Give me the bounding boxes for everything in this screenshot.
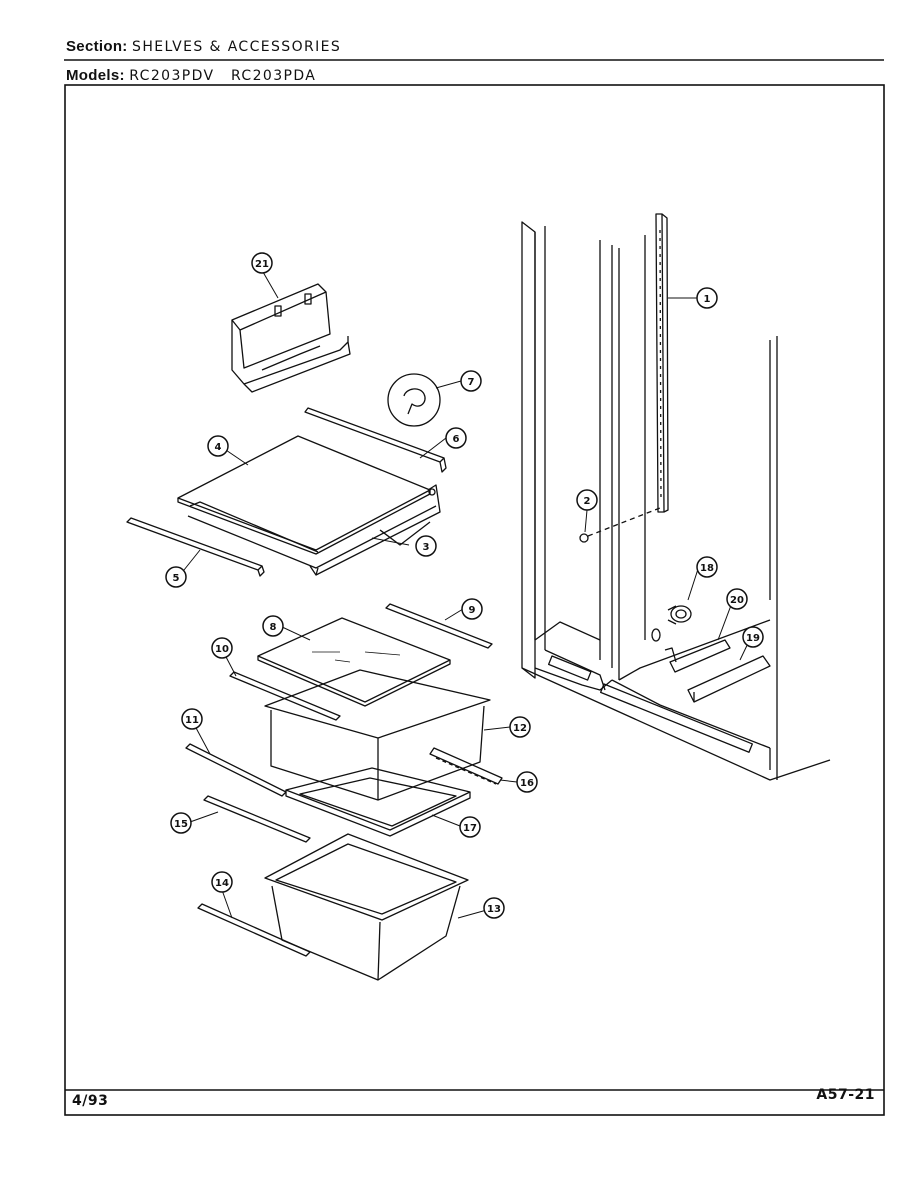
svg-text:19: 19 xyxy=(746,633,760,644)
callout-12: 12 xyxy=(509,716,531,738)
svg-text:10: 10 xyxy=(215,644,229,655)
svg-text:21: 21 xyxy=(255,259,269,270)
svg-text:3: 3 xyxy=(423,542,430,553)
svg-text:9: 9 xyxy=(469,605,476,616)
svg-text:14: 14 xyxy=(215,878,229,889)
callout-1: 1 xyxy=(696,287,718,309)
section-heading: Section: SHELVES & ACCESSORIES xyxy=(66,38,341,55)
callout-10: 10 xyxy=(211,637,233,659)
svg-text:6: 6 xyxy=(453,434,460,445)
light-shield xyxy=(687,655,771,703)
svg-text:11: 11 xyxy=(185,715,199,726)
svg-text:1: 1 xyxy=(704,294,711,305)
callout-19: 19 xyxy=(742,626,764,648)
shelf-trim-14 xyxy=(197,903,311,957)
svg-text:13: 13 xyxy=(487,904,501,915)
cover-frame-17 xyxy=(285,767,471,837)
svg-text:2: 2 xyxy=(584,496,591,507)
shelf-ladder xyxy=(655,213,669,513)
shelf-trim-6 xyxy=(304,407,447,473)
callout-5: 5 xyxy=(165,566,187,588)
dairy-bracket xyxy=(231,283,351,393)
pan-slide-16 xyxy=(429,747,503,785)
model-number-1: RC203PDV xyxy=(129,68,215,84)
cabinet-liner xyxy=(521,221,831,781)
crisper-pan-12 xyxy=(264,669,491,801)
svg-text:17: 17 xyxy=(463,823,477,834)
svg-text:7: 7 xyxy=(468,377,475,388)
callout-7: 7 xyxy=(460,370,482,392)
svg-text:20: 20 xyxy=(730,595,744,606)
models-heading: Models: RC203PDV RC203PDA xyxy=(66,67,316,84)
svg-text:8: 8 xyxy=(270,622,277,633)
models-label: Models: xyxy=(66,67,125,84)
callout-6: 6 xyxy=(445,427,467,449)
callout-3: 3 xyxy=(415,535,437,557)
callout-9: 9 xyxy=(461,598,483,620)
shelf-frame-3 xyxy=(187,484,441,576)
callout-16: 16 xyxy=(516,771,538,793)
callout-13: 13 xyxy=(483,897,505,919)
svg-text:18: 18 xyxy=(700,563,714,574)
callout-14: 14 xyxy=(211,871,233,893)
callout-20: 20 xyxy=(726,588,748,610)
control-housing xyxy=(664,639,731,673)
section-value: SHELVES & ACCESSORIES xyxy=(132,39,342,55)
page-code: A57-21 xyxy=(816,1087,875,1103)
shelf-trim-9 xyxy=(385,603,493,649)
shelf-trim-10 xyxy=(229,671,341,721)
revision-date: 4/93 xyxy=(72,1093,109,1109)
svg-text:5: 5 xyxy=(173,573,180,584)
screw xyxy=(579,507,661,543)
model-number-2: RC203PDA xyxy=(231,68,317,84)
svg-text:12: 12 xyxy=(513,723,527,734)
shelf-trim-15 xyxy=(203,795,311,843)
shelf-clip xyxy=(387,373,441,427)
shelf-trim-5 xyxy=(126,517,265,577)
crisper-cover-glass xyxy=(257,617,451,707)
callout-15: 15 xyxy=(170,812,192,834)
callout-18: 18 xyxy=(696,556,718,578)
crisper-pan-13 xyxy=(264,833,469,981)
callout-8: 8 xyxy=(262,615,284,637)
section-label: Section: xyxy=(66,38,128,55)
svg-text:15: 15 xyxy=(174,819,188,830)
callout-21: 21 xyxy=(251,252,273,274)
light-socket xyxy=(651,605,692,642)
callout-17: 17 xyxy=(459,816,481,838)
svg-text:4: 4 xyxy=(215,442,222,453)
svg-text:16: 16 xyxy=(520,778,534,789)
callout-4: 4 xyxy=(207,435,229,457)
callout-2: 2 xyxy=(576,489,598,511)
callout-11: 11 xyxy=(181,708,203,730)
diagram-frame xyxy=(64,59,885,1116)
